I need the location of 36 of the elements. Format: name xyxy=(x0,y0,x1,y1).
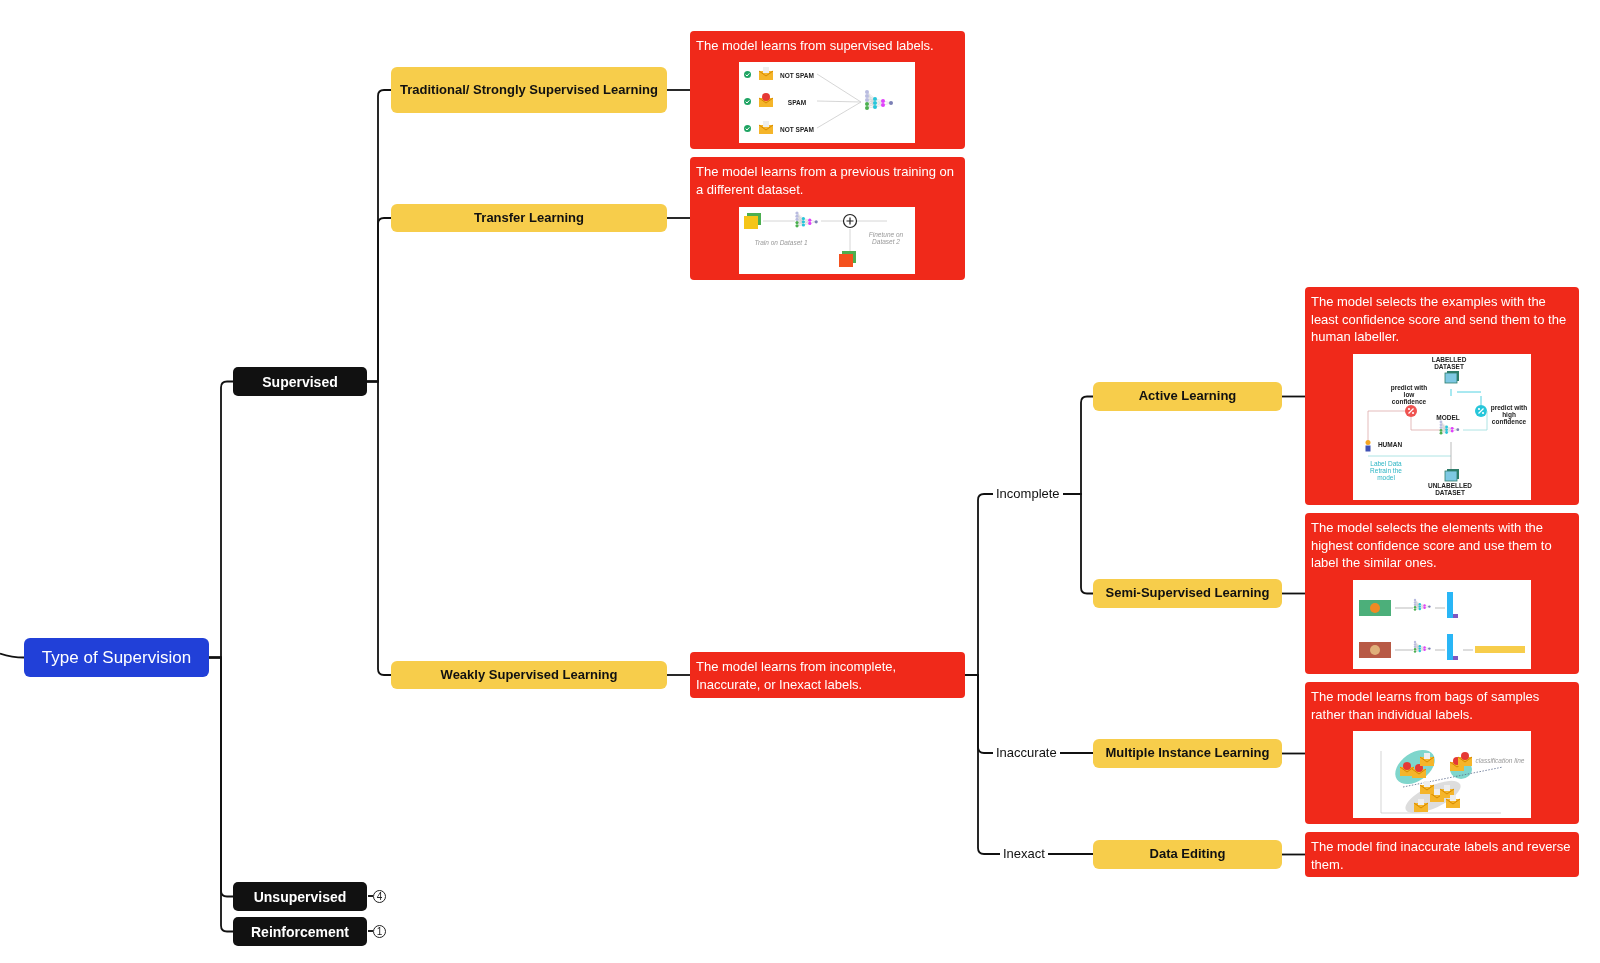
connector-line xyxy=(1281,853,1306,856)
description-card xyxy=(1305,513,1579,674)
connector-line xyxy=(1061,493,1094,595)
description-text: The model selects the elements with the highest confidence score and use them to label the similar ones. xyxy=(1311,519,1553,572)
description-text: The model learns from bags of samples rather than individual labels. xyxy=(1311,688,1541,724)
subtopic-box: Weakly Supervised Learning xyxy=(391,661,667,689)
category-box: Unsupervised xyxy=(233,882,367,911)
subtopic-box: Active Learning xyxy=(1093,382,1282,411)
connector-line xyxy=(1058,752,1094,754)
description-card xyxy=(1305,287,1579,505)
description-text: The model learns from a previous training on a different dataset. xyxy=(696,163,955,199)
subtopic-box: Transfer Learning xyxy=(391,204,667,232)
description-card: The model learns from incomplete, Inaccurate, or Inexact labels. xyxy=(690,652,965,698)
connector-line xyxy=(1047,853,1094,855)
connector-line xyxy=(666,674,691,676)
connector-line xyxy=(666,89,691,91)
connector-line xyxy=(1281,395,1306,398)
connector-line xyxy=(366,380,392,676)
root-topic-box: Type of Supervision xyxy=(24,638,209,677)
subtopic-box: Multiple Instance Learning xyxy=(1093,739,1282,768)
subtopic-box: Data Editing xyxy=(1093,840,1282,869)
connector-line xyxy=(1281,592,1306,595)
connector-line xyxy=(0,652,25,659)
description-card xyxy=(690,31,965,149)
description-card: The model find inaccurate labels and reverse them. xyxy=(1305,832,1579,877)
connector-line xyxy=(964,674,1001,855)
category-box: Supervised xyxy=(233,367,367,396)
connector-line xyxy=(1281,752,1306,755)
connector-line xyxy=(666,217,691,219)
description-card xyxy=(690,157,965,280)
description-card xyxy=(1305,682,1579,824)
category-box: Reinforcement xyxy=(233,917,367,946)
subtopic-box: Traditional/ Strongly Supervised Learning xyxy=(391,67,667,113)
description-text: The model learns from supervised labels. xyxy=(696,37,935,55)
subtopic-box: Semi-Supervised Learning xyxy=(1093,579,1282,608)
description-text: The model selects the examples with the least confidence score and send them to the human labeller. xyxy=(1311,293,1568,346)
